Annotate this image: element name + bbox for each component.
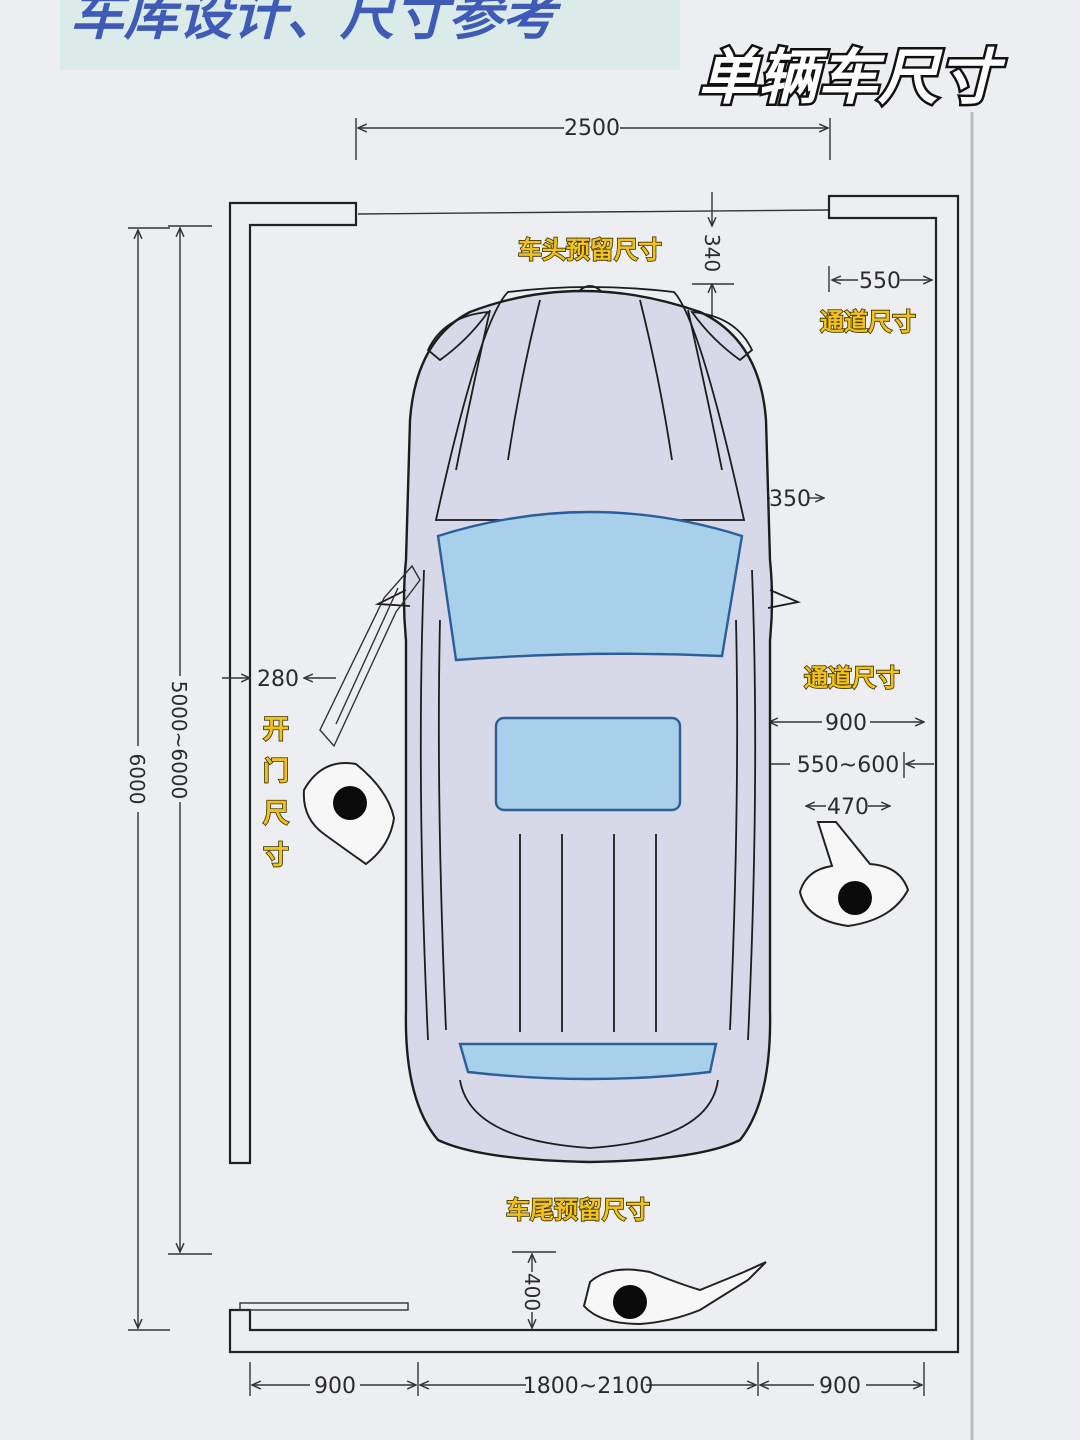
dim-width-top: 2500 — [355, 116, 831, 160]
label-front-reserve: 车头预留尺寸 — [518, 236, 662, 264]
dim-side-clear: 350 — [756, 487, 824, 512]
dim-aisle-550-600-label: 550~600 — [797, 753, 899, 778]
open-car-door — [319, 564, 421, 748]
dim-bottom: 900 1800~2100 900 — [249, 1362, 925, 1399]
dim-door-left: 280 — [222, 667, 336, 692]
person-rear — [582, 1261, 767, 1326]
label-aisle-side: 通道尺寸 — [804, 664, 900, 692]
label-door-open-char: 尺 — [263, 799, 289, 829]
dim-length-inner: 5000~6000 — [167, 225, 212, 1255]
person-left — [302, 762, 396, 866]
dim-person-470: 470 — [806, 795, 890, 820]
person-right — [798, 821, 910, 928]
sunroof — [494, 716, 682, 812]
label-door-open-char: 寸 — [263, 841, 289, 871]
car-top-view — [374, 285, 802, 1164]
dim-rear-gap: 400 — [512, 1251, 556, 1328]
dim-bottom-left-label: 900 — [314, 1374, 356, 1399]
dim-rear-gap-label: 400 — [520, 1273, 544, 1311]
rear-door-slab — [239, 1302, 409, 1311]
door-opening-line — [357, 209, 829, 215]
dim-aisle-900-label: 900 — [825, 711, 867, 736]
dim-aisle-top-label: 550 — [859, 269, 901, 294]
dim-length-inner-label: 5000~6000 — [167, 681, 191, 800]
dim-aisle-top: 550 — [828, 266, 932, 294]
label-door-open-char: 开 — [263, 715, 289, 745]
label-aisle-top: 通道尺寸 — [820, 308, 916, 336]
windshield — [436, 510, 744, 662]
title-highlight — [60, 0, 680, 70]
label-door-open-char: 门 — [263, 757, 289, 787]
dim-front-gap-label: 340 — [700, 234, 724, 272]
dim-person-470-label: 470 — [827, 795, 869, 820]
label-door-open: 开 门 尺 寸 — [262, 714, 290, 872]
dim-door-left-label: 280 — [257, 667, 299, 692]
page-title: 车库设计、尺寸参考 — [70, 0, 562, 47]
left-wall — [228, 201, 358, 1165]
dim-width-top-label: 2500 — [564, 116, 620, 141]
dim-aisle-550-600: 550~600 — [762, 752, 934, 778]
label-rear-reserve: 车尾预留尺寸 — [506, 1196, 650, 1224]
dim-length-outer: 6000 — [125, 227, 170, 1331]
dim-bottom-mid-label: 1800~2100 — [523, 1374, 653, 1399]
rear-window — [458, 1042, 718, 1081]
dim-front-gap: 340 — [692, 192, 734, 318]
dim-bottom-right-label: 900 — [819, 1374, 861, 1399]
dim-side-clear-label: 350 — [769, 487, 811, 512]
dim-length-outer-label: 6000 — [125, 754, 149, 805]
page-subtitle: 单辆车尺寸 — [698, 43, 1006, 113]
